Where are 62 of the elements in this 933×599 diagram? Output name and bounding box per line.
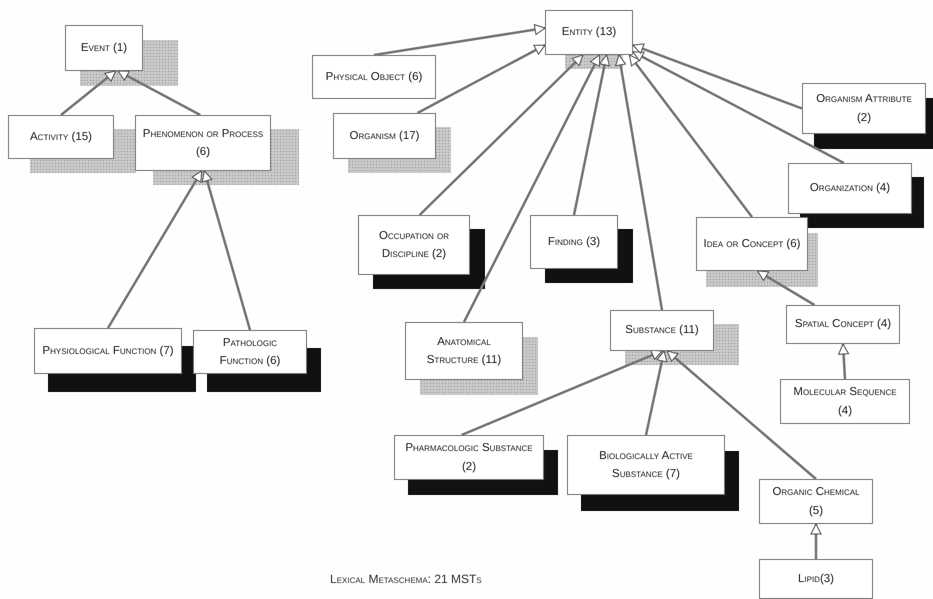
- caption-text: Lexical Metaschema: 21 MSTs: [330, 572, 482, 586]
- concept-label: Pathologic Function (6): [218, 336, 282, 369]
- concept-label: Entity (13): [562, 25, 616, 40]
- concept-box: [34, 328, 182, 374]
- concept-label: Lipid(3): [798, 572, 834, 587]
- concept-box: [759, 559, 873, 599]
- concept-box: [530, 215, 618, 269]
- arrow: [756, 270, 816, 306]
- concept-label: Idea or Concept (6): [704, 236, 800, 252]
- concept-label: Organism Attribute (2): [815, 92, 913, 126]
- concept-label: Biologically Active Substance (7): [598, 448, 694, 482]
- concept-label: Organic Chemical (5): [771, 485, 861, 518]
- concept-label: Activity (15): [30, 130, 92, 145]
- arrow: [60, 70, 116, 116]
- concept-label: Molecular Sequence (4): [792, 385, 898, 418]
- concept-label: Occupation or Discipline (2): [378, 228, 450, 262]
- concept-box: [193, 330, 307, 374]
- concept-box: [545, 10, 633, 55]
- concept-label: Substance (11): [625, 323, 699, 338]
- arrow: [416, 44, 546, 114]
- concept-label: Organism (17): [350, 128, 420, 144]
- arrow: [615, 54, 664, 310]
- concept-label: Event (1): [80, 40, 128, 56]
- concept-label: Anatomical Structure (11): [426, 334, 502, 368]
- concept-box: [567, 435, 725, 495]
- arrow: [628, 54, 753, 218]
- concept-label: Phenomenon or Process (6): [142, 126, 264, 160]
- arrow: [810, 524, 822, 559]
- concept-label: Physiological Function (7): [42, 344, 174, 359]
- concept-box: [696, 217, 808, 271]
- arrow: [632, 43, 802, 110]
- concept-label: Spatial Concept (4): [794, 317, 892, 332]
- concept-label: Pharmacologic Substance (2): [404, 441, 534, 474]
- concept-label: Organization (4): [810, 181, 890, 196]
- concept-box: [333, 113, 436, 159]
- concept-label: Finding (3): [548, 234, 600, 250]
- concept-box: [802, 83, 926, 134]
- concept-box: [786, 305, 900, 344]
- concept-box: [759, 479, 873, 524]
- concept-box: [405, 322, 523, 380]
- arrow: [666, 350, 817, 480]
- concept-box: [610, 310, 714, 351]
- concept-box: [394, 435, 544, 480]
- concept-box: [135, 115, 271, 171]
- arrow: [418, 54, 584, 216]
- concept-box: [788, 163, 912, 214]
- concept-label: Physical Object (6): [326, 70, 422, 85]
- arrow: [106, 170, 203, 329]
- concept-box: [312, 55, 436, 99]
- concept-box: [65, 25, 143, 71]
- arrow: [117, 70, 201, 116]
- concept-box: [8, 115, 114, 159]
- arrow: [202, 170, 252, 330]
- arrow: [644, 350, 668, 436]
- arrow: [374, 24, 546, 56]
- arrow: [632, 50, 844, 164]
- concept-box: [358, 215, 470, 275]
- arrow: [572, 54, 610, 216]
- arrow: [462, 54, 601, 323]
- arrow: [838, 344, 850, 380]
- arrow: [461, 350, 662, 436]
- concept-box: [780, 379, 910, 424]
